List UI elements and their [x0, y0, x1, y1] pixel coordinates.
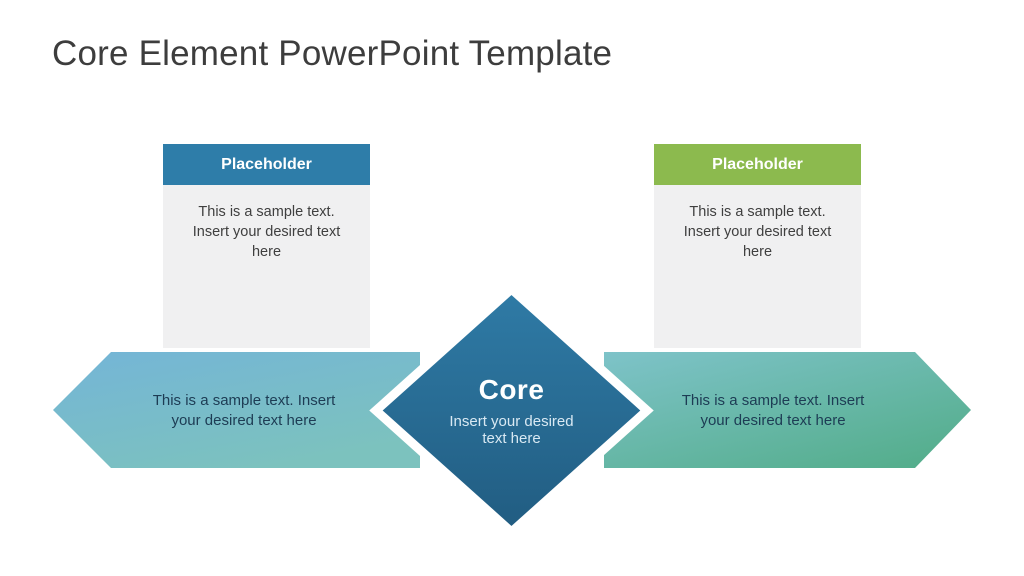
core-diamond-shape [369, 282, 654, 539]
right-arrow-text: This is a sample text. Insert your desir… [628, 391, 918, 431]
placeholder-card-left-body: This is a sample text. Insert your desir… [163, 185, 370, 348]
card-body-line: This is a sample text. [198, 204, 335, 220]
band-text-line: your desired text here [700, 412, 846, 429]
card-body-line: here [251, 244, 282, 260]
core-subtext-line: Insert your desired [449, 413, 574, 430]
slide-title: Core Element PowerPoint Template [52, 34, 613, 73]
card-body-line: here [742, 244, 773, 260]
core-subtext-line: text here [482, 430, 541, 447]
placeholder-card-left: Placeholder This is a sample text. Inser… [163, 144, 370, 348]
core-title: Core [478, 374, 545, 405]
band-text-line: This is a sample text. Insert [681, 392, 865, 409]
card-body-line: This is a sample text. [689, 204, 826, 220]
card-body-line: Insert your desired text [683, 224, 832, 240]
left-arrow-shape [53, 352, 420, 468]
core-subtext: Insert your desired text here [411, 413, 612, 447]
left-arrow-text: This is a sample text. Insert your desir… [99, 391, 389, 431]
band-text-line: your desired text here [171, 412, 317, 429]
placeholder-card-right: Placeholder This is a sample text. Inser… [654, 144, 861, 348]
placeholder-card-right-body: This is a sample text. Insert your desir… [654, 185, 861, 348]
right-arrow-shape [604, 352, 971, 468]
card-body-line: Insert your desired text [192, 224, 341, 240]
placeholder-card-left-header: Placeholder [163, 144, 370, 185]
placeholder-card-right-header: Placeholder [654, 144, 861, 185]
band-text-line: This is a sample text. Insert [152, 392, 336, 409]
